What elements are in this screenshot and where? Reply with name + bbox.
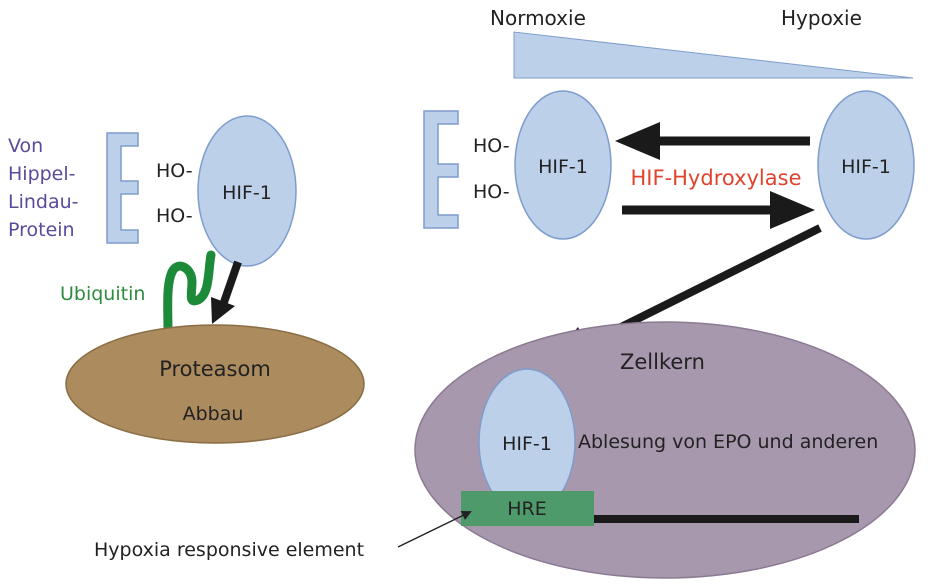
svg-text:Lindau-: Lindau- bbox=[8, 191, 79, 213]
vhl-protein-shape bbox=[106, 132, 139, 244]
vhl-protein-shape-right bbox=[423, 110, 459, 229]
svg-text:Protein: Protein bbox=[8, 219, 75, 241]
degradation-arrow-shaft bbox=[219, 260, 242, 307]
hif-hydroxylase-label: HIF-Hydroxylase bbox=[631, 166, 802, 190]
ubiquitin-label: Ubiquitin bbox=[60, 283, 145, 305]
hypoxia-responsive-element-label: Hypoxia responsive element bbox=[94, 539, 364, 561]
vhl-protein-label: Von Hippel- Lindau- Protein bbox=[8, 135, 79, 241]
degradation-arrow-head bbox=[211, 297, 235, 324]
hre-pointer-line bbox=[397, 511, 472, 548]
svg-text:Hippel-: Hippel- bbox=[8, 163, 76, 185]
arrow-to-hypoxie-head bbox=[770, 191, 815, 229]
abbau-label: Abbau bbox=[183, 403, 244, 425]
normoxie-label: Normoxie bbox=[490, 6, 586, 30]
hif1-left bbox=[197, 115, 297, 267]
ho-label-right-1: HO- bbox=[473, 135, 510, 157]
ho-label-right-2: HO- bbox=[473, 181, 510, 203]
ho-label-1: HO- bbox=[156, 160, 193, 182]
ubiquitin-chain bbox=[163, 250, 216, 337]
ablesung-label: Ablesung von EPO und anderen bbox=[578, 431, 878, 453]
svg-text:Von: Von bbox=[8, 135, 43, 157]
hre-label: HRE bbox=[507, 498, 547, 520]
hif1-hypoxie-label: HIF-1 bbox=[841, 156, 891, 178]
hif1-normoxie bbox=[514, 90, 612, 240]
ho-label-2: HO- bbox=[156, 205, 193, 227]
proteasom bbox=[65, 324, 365, 444]
zellkern-label: Zellkern bbox=[620, 350, 705, 374]
hre-box bbox=[461, 491, 594, 526]
hif1-left-label: HIF-1 bbox=[222, 182, 272, 204]
hypoxie-label: Hypoxie bbox=[781, 6, 862, 30]
proteasom-label: Proteasom bbox=[159, 357, 271, 381]
hif1-hypoxie bbox=[817, 90, 915, 240]
hif1-normoxie-label: HIF-1 bbox=[538, 156, 588, 178]
arrow-to-normoxie-head bbox=[615, 122, 660, 160]
hif1-nucleus-label: HIF-1 bbox=[502, 433, 552, 455]
oxygen-gradient-wedge bbox=[513, 31, 914, 79]
